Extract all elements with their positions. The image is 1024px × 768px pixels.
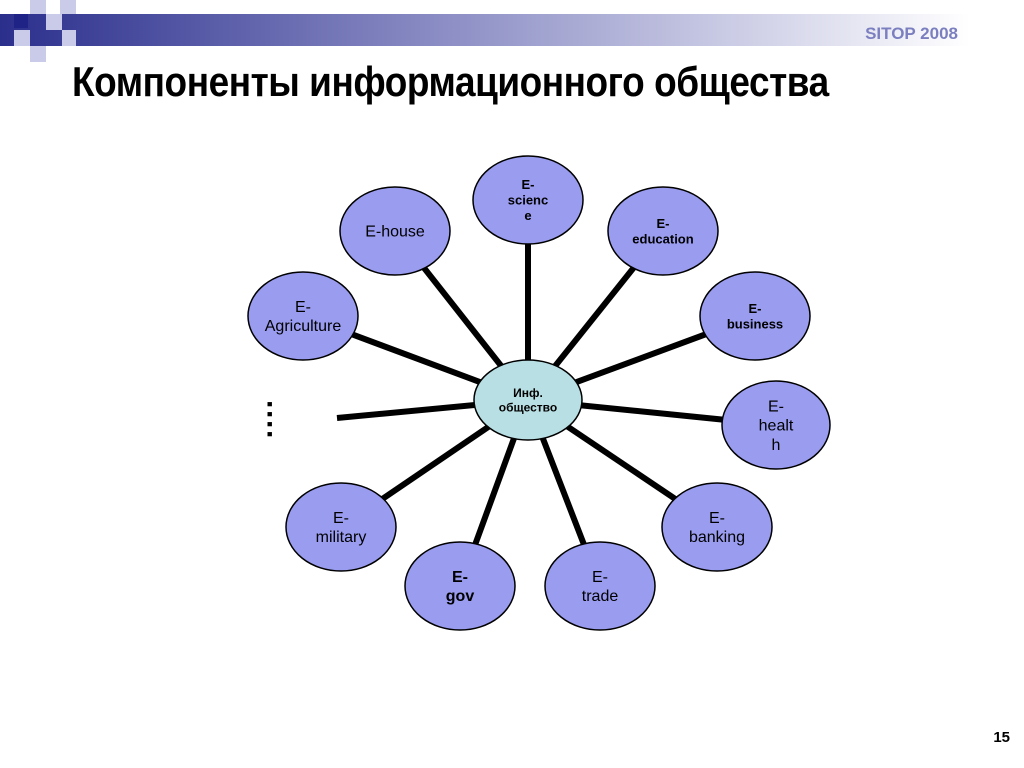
node-label-line: E-	[522, 177, 535, 192]
node-label-line: business	[727, 316, 783, 331]
node-label-line: Agriculture	[265, 318, 342, 335]
node-label-line: E-	[333, 510, 349, 527]
node-shape-e-health	[721, 380, 831, 470]
node-e-health: E-healt h	[721, 380, 831, 470]
node-shape-e-banking	[661, 482, 773, 572]
node-label-line: E-	[452, 569, 468, 586]
conference-label: SITOP 2008	[865, 24, 958, 43]
node-center: Инф.общество	[473, 359, 583, 441]
node-e-business: E-business	[699, 271, 811, 361]
node-label-line: trade	[582, 588, 619, 605]
node-e-house: E-house	[339, 186, 451, 276]
node-label-line: e	[524, 208, 531, 223]
node-label-line: общество	[499, 400, 557, 414]
node-label-line: E-	[295, 299, 311, 316]
node-shape-e-military	[285, 482, 397, 572]
node-shape-e-education	[607, 186, 719, 276]
ellipsis-dots: ····	[253, 400, 286, 440]
node-shape-e-science	[472, 155, 584, 245]
node-label-line: scienc	[508, 193, 548, 208]
node-label-line: E-house	[365, 224, 425, 241]
node-shape-center	[473, 359, 583, 441]
node-e-gov: E-gov	[404, 541, 516, 631]
node-shape-e-agriculture	[247, 271, 359, 361]
node-shape-e-business	[699, 271, 811, 361]
node-label-line: E-	[592, 569, 608, 586]
node-shape-e-house	[339, 186, 451, 276]
node-label-line: healt	[759, 418, 794, 435]
page-number: 15	[993, 729, 1010, 746]
node-e-agriculture: E- Agriculture	[247, 271, 359, 361]
page-title: Компоненты информационного общества	[72, 58, 829, 105]
node-label-line: E-	[768, 398, 784, 415]
node-e-trade: E-trade	[544, 541, 656, 631]
node-e-education: E-education	[607, 186, 719, 276]
node-label-line: education	[632, 231, 693, 246]
node-label-line: military	[316, 529, 367, 546]
node-label-line: E-	[657, 216, 670, 231]
node-shape-e-gov	[404, 541, 516, 631]
node-label-line: E-	[709, 510, 725, 527]
node-e-banking: E-banking	[661, 482, 773, 572]
node-label-line: gov	[446, 588, 475, 605]
node-label-line: E-	[749, 301, 762, 316]
node-label-line: Инф.	[513, 386, 543, 400]
node-e-military: E-military	[285, 482, 397, 572]
node-label-line: h	[772, 437, 781, 454]
node-label-line: banking	[689, 529, 745, 546]
header-gradient-bar	[0, 14, 970, 46]
node-shape-e-trade	[544, 541, 656, 631]
